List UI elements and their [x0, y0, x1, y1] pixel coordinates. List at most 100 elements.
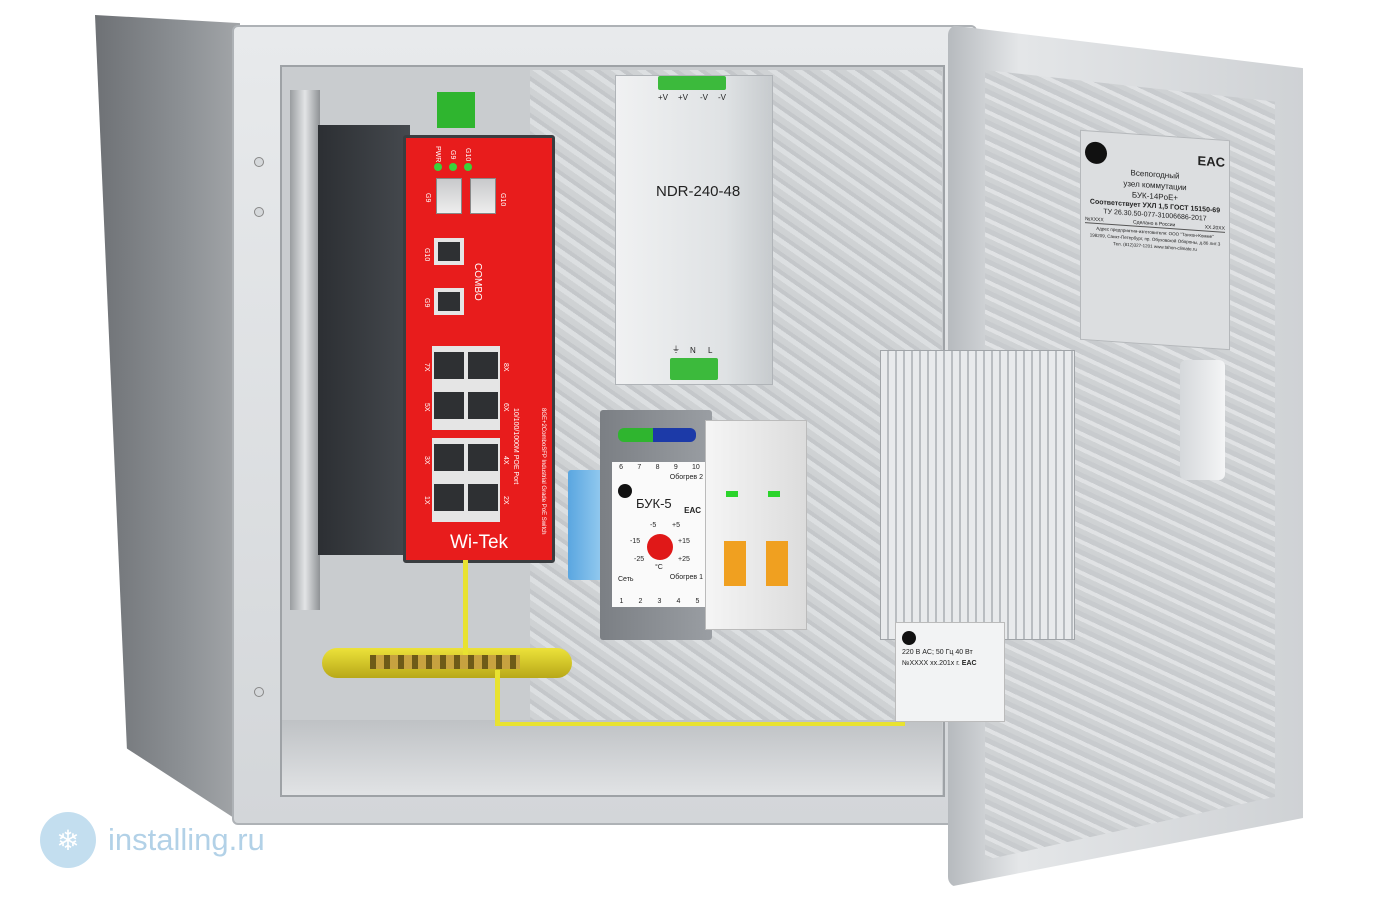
port-label: 6X — [502, 403, 509, 412]
port-label: 4X — [502, 456, 509, 465]
screw — [254, 687, 264, 697]
combo-port-g9 — [434, 288, 464, 315]
heater-serial: №XXXX xx.201x г. — [902, 660, 960, 667]
port-label: G10 — [423, 248, 430, 262]
ethernet-port — [434, 352, 464, 379]
heat1-label: Обогрев 1 — [669, 574, 703, 581]
ethernet-port — [434, 444, 464, 471]
circuit-breaker — [705, 420, 807, 630]
unit-label: °C — [655, 564, 663, 571]
scale-label: -25 — [634, 556, 645, 563]
temperature-dial[interactable] — [647, 534, 673, 560]
scale-label: +5 — [672, 522, 680, 529]
ethernet-port — [468, 444, 498, 471]
brand-logo-icon — [618, 484, 632, 498]
brand-logo-icon — [902, 631, 916, 645]
eac-mark: EAC — [1197, 152, 1225, 170]
scale-label: -15 — [630, 538, 641, 545]
watermark-logo-icon: ❄ — [40, 812, 96, 868]
combo-port-g10 — [434, 238, 464, 265]
breaker-handle[interactable] — [766, 541, 788, 586]
port-block-upper — [432, 346, 500, 430]
poe-label: 10/100/1000M POE Port — [512, 408, 519, 485]
scale-label: -5 — [650, 522, 657, 529]
port-label: G9 — [423, 298, 430, 308]
psu-model-label: NDR-240-48 — [656, 183, 741, 200]
buk-terminal — [618, 428, 696, 442]
terminal-number: 1 — [619, 598, 624, 605]
led-label: G10 — [464, 148, 471, 162]
door-lock[interactable] — [1180, 360, 1225, 480]
led-g10 — [464, 163, 472, 171]
screw — [254, 157, 264, 167]
eac-mark: EAC — [961, 660, 977, 667]
port-label: 3X — [423, 456, 430, 465]
led-label: PWR — [434, 146, 441, 163]
breaker-handle[interactable] — [724, 541, 746, 586]
heater — [880, 350, 1075, 640]
terminal-label: +V — [658, 93, 669, 102]
plate-made: Сделано в России — [1133, 219, 1176, 229]
enclosure-floor — [282, 720, 942, 795]
ground-bar-terminals — [370, 655, 520, 669]
buk-title: БУК-5 — [636, 496, 672, 511]
breaker-indicator — [768, 491, 780, 497]
psu-input-terminals — [670, 358, 718, 380]
sfp-port-g9 — [436, 178, 462, 214]
port-label: 8X — [502, 363, 509, 372]
ground-wire — [495, 722, 905, 726]
terminal-number: 10 — [692, 464, 700, 471]
switch-model-text: 8GE+2ComboSFP Industrial Grade PoE Switc… — [540, 408, 546, 535]
watermark-text: installing.ru — [108, 822, 265, 857]
port-label: 7X — [423, 363, 430, 372]
ethernet-port — [468, 352, 498, 379]
eac-mark: EAC — [684, 506, 701, 515]
plate-serial: №XXXX — [1085, 216, 1104, 224]
port-block-lower — [432, 438, 500, 522]
ethernet-port — [434, 484, 464, 511]
port-label: 2X — [502, 496, 509, 505]
plate-date: XX.20XX — [1204, 224, 1225, 232]
terminal-number: 5 — [695, 598, 700, 605]
terminal-label: ⏚ — [672, 345, 680, 354]
scale-label: +15 — [678, 538, 690, 545]
heater-label: 220 В AC; 50 Гц 40 Вт №XXXX xx.201x г. E… — [895, 622, 1005, 722]
terminal-label: L — [708, 346, 713, 355]
switch-brand: Wi-Tek — [449, 532, 509, 553]
brand-logo-icon — [1085, 141, 1107, 165]
enclosure-side — [95, 15, 240, 822]
port-label: 1X — [423, 496, 430, 505]
port-label: 5X — [423, 403, 430, 412]
power-supply: +V +V -V -V NDR-240-48 ⏚ N L — [615, 75, 773, 385]
heat2-label: Обогрев 2 — [669, 474, 703, 481]
terminal-number: 2 — [638, 598, 643, 605]
ethernet-port — [434, 392, 464, 419]
terminal-number: 4 — [676, 598, 681, 605]
terminal-number: 8 — [655, 464, 660, 471]
terminal-number: 6 — [619, 464, 624, 471]
port-label: G10 — [499, 193, 506, 207]
watermark: ❄ installing.ru — [40, 810, 310, 870]
led-pwr — [434, 163, 442, 171]
led-label: G9 — [449, 150, 456, 160]
led-g9 — [449, 163, 457, 171]
port-label: G9 — [424, 193, 431, 203]
ground-wire — [463, 560, 468, 655]
switch-power-connector — [437, 92, 475, 128]
terminal-label: -V — [700, 93, 708, 102]
breaker-indicator — [726, 491, 738, 497]
terminal-label: N — [690, 346, 696, 355]
psu-output-terminals — [658, 76, 726, 90]
net-label: Сеть — [618, 576, 634, 583]
switch-body — [318, 125, 410, 555]
ethernet-port — [468, 484, 498, 511]
heater-spec: 220 В AC; 50 Гц 40 Вт — [902, 649, 973, 656]
terminal-number: 7 — [637, 464, 642, 471]
ethernet-port — [468, 392, 498, 419]
sfp-port-g10 — [470, 178, 496, 214]
ground-wire — [495, 670, 500, 725]
poe-switch: PWR G9 G10 G9 G10 G10 G9 COMBO 7X 8X 5X … — [403, 135, 555, 563]
terminal-label: -V — [718, 93, 726, 102]
